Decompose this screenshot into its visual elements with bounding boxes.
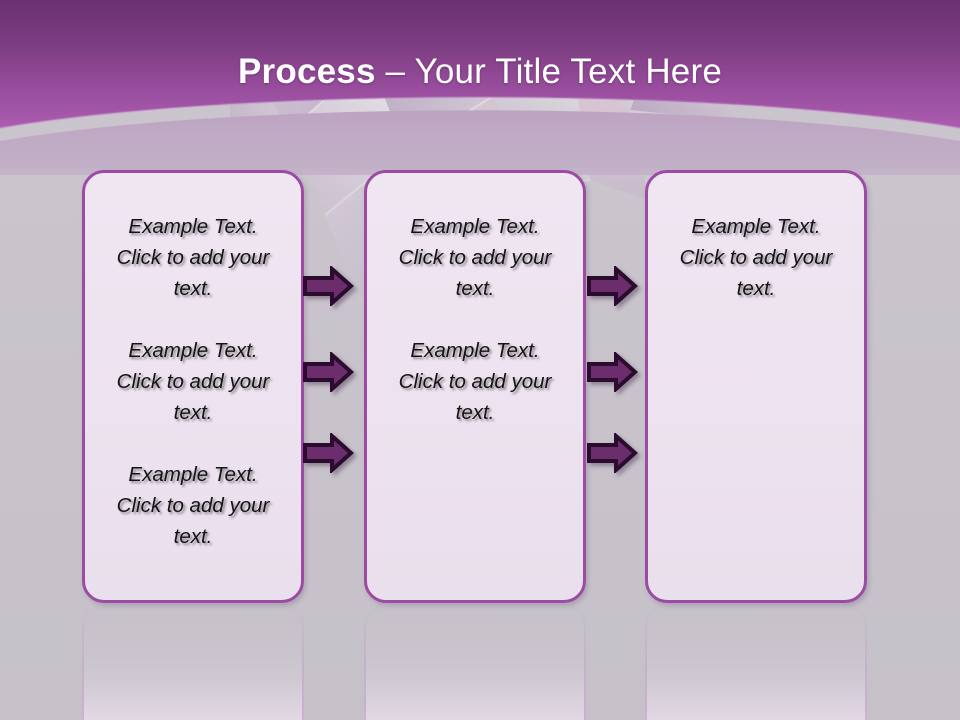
- arrow-right-icon-1-1[interactable]: [302, 266, 354, 306]
- arrow-right-icon-2-1[interactable]: [586, 266, 638, 306]
- card-1-paragraph-1: Example Text. Click to add your text.: [116, 215, 270, 300]
- slide-title-rest: – Your Title Text Here: [375, 52, 722, 91]
- header-banner: [0, 0, 960, 175]
- arrow-right-icon-1-2[interactable]: [302, 352, 354, 392]
- card-2-paragraph-1: Example Text. Click to add your text.: [398, 215, 552, 300]
- card-1-paragraph-3: Example Text. Click to add your text.: [116, 463, 270, 548]
- arrow-right-icon-1-3[interactable]: [302, 433, 354, 473]
- card-1-paragraph-2: Example Text. Click to add your text.: [116, 339, 270, 424]
- card-reflection-1: [82, 604, 304, 720]
- card-reflection-2: [364, 604, 586, 720]
- process-card-2[interactable]: Example Text. Click to add your text. Ex…: [364, 170, 586, 603]
- card-reflection-3: [645, 604, 867, 720]
- arrow-right-icon-2-2[interactable]: [586, 352, 638, 392]
- slide-title-bold: Process: [238, 52, 376, 91]
- card-3-paragraph-1: Example Text. Click to add your text.: [679, 215, 833, 300]
- card-2-paragraph-2: Example Text. Click to add your text.: [398, 339, 552, 424]
- slide-title: Process – Your Title Text Here: [0, 50, 960, 94]
- process-card-3[interactable]: Example Text. Click to add your text.: [645, 170, 867, 603]
- process-card-1[interactable]: Example Text. Click to add your text. Ex…: [82, 170, 304, 603]
- arrow-right-icon-2-3[interactable]: [586, 433, 638, 473]
